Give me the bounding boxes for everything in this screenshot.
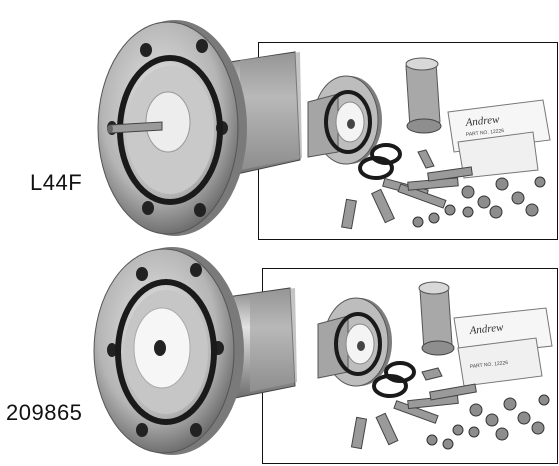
connector-photo-l44f bbox=[97, 20, 302, 236]
connector-photo-209865 bbox=[93, 247, 297, 455]
grease-packet-partno: PART NO. 12226 bbox=[466, 128, 505, 138]
grease-packet-partno: PART NO. 12226 bbox=[470, 360, 509, 370]
kit-contents-photo-l44f: Andrew PART NO. 12226 bbox=[307, 57, 551, 230]
part-label: L44F bbox=[30, 170, 83, 195]
grease-packet-brand: Andrew bbox=[468, 321, 505, 337]
grease-packet-brand: Andrew bbox=[464, 113, 501, 129]
part-label: 209865 bbox=[6, 400, 83, 425]
kit-contents-photo-209865: Andrew PART NO. 12226 bbox=[317, 281, 553, 450]
